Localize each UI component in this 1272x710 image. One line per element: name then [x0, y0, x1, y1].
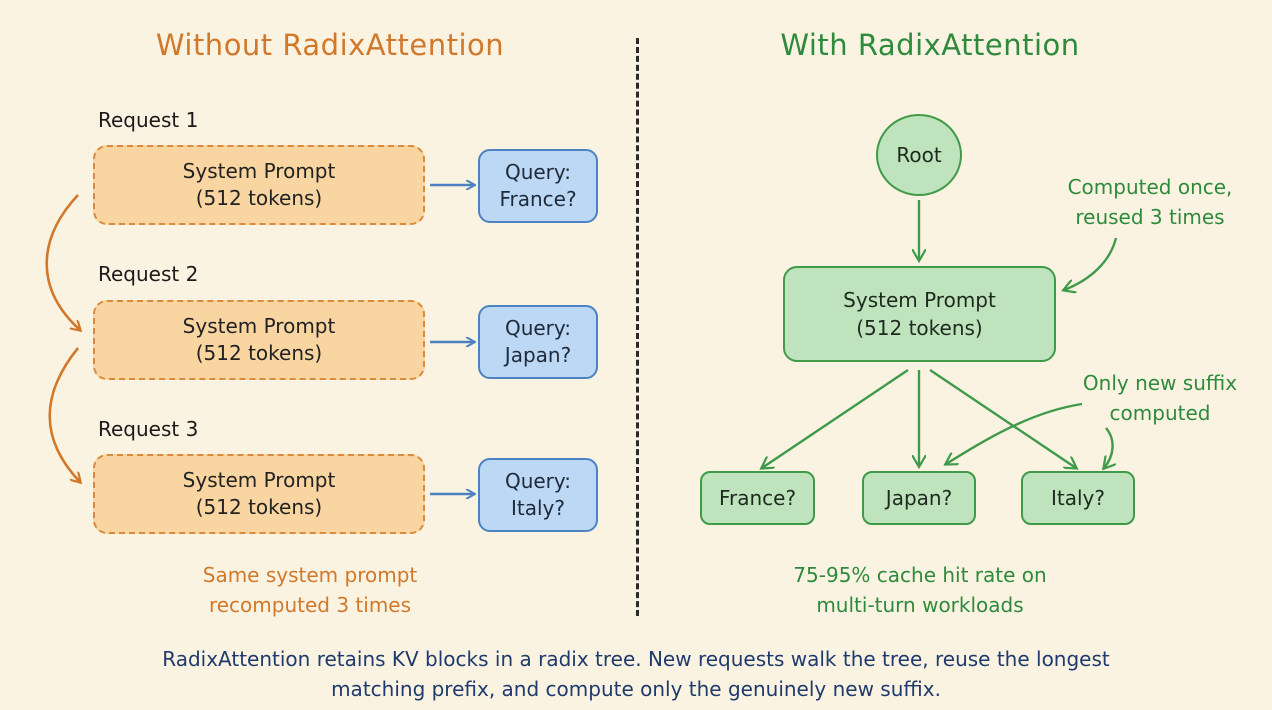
- system-prompt-label: System Prompt: [843, 288, 996, 312]
- left-panel-title: Without RadixAttention: [155, 28, 505, 62]
- recompute-note-line-1: Same system prompt: [202, 563, 418, 587]
- tree-leaf-france: France?: [700, 471, 815, 525]
- annotation-arrow-computed-once: [1064, 237, 1118, 290]
- annotation-arrow-suffix-japan: [946, 402, 1083, 464]
- footer-caption-line-1: RadixAttention retains KV blocks in a ra…: [162, 647, 1110, 671]
- cache-hit-note-line-1: 75-95% cache hit rate on: [793, 563, 1047, 587]
- annotation-arrow-suffix-italy: [1104, 427, 1113, 468]
- request-2-label: Request 2: [98, 262, 199, 286]
- query-label: Query:: [504, 160, 572, 184]
- system-prompt-label: System Prompt: [182, 159, 336, 183]
- system-prompt-label: System Prompt: [182, 468, 336, 492]
- system-prompt-tokens: (512 tokens): [195, 341, 323, 365]
- arrow-recompute-1-to-2: [45, 194, 80, 330]
- request-3-system-prompt-box: System Prompt (512 tokens): [93, 454, 425, 534]
- request-1-query-box: Query: France?: [478, 149, 598, 223]
- request-1-system-prompt-box: System Prompt (512 tokens): [93, 145, 425, 225]
- cache-hit-note: 75-95% cache hit rate on multi-turn work…: [720, 560, 1120, 620]
- recompute-note: Same system prompt recomputed 3 times: [150, 560, 470, 620]
- request-2-system-prompt-box: System Prompt (512 tokens): [93, 300, 425, 380]
- annotation-computed-once-line-2: reused 3 times: [1075, 205, 1225, 229]
- request-1-label: Request 1: [98, 108, 199, 132]
- annotation-new-suffix-line-2: computed: [1109, 401, 1211, 425]
- request-3-label: Request 3: [98, 417, 199, 441]
- right-panel-title: With RadixAttention: [780, 28, 1080, 62]
- query-label: Query:: [504, 469, 572, 493]
- annotation-new-suffix: Only new suffix computed: [1060, 368, 1260, 428]
- tree-root-node: Root: [876, 114, 962, 196]
- annotation-new-suffix-line-1: Only new suffix: [1082, 371, 1238, 395]
- edge-system-to-france: [762, 369, 909, 468]
- panel-divider: [636, 38, 639, 616]
- query-value: France?: [499, 187, 577, 211]
- system-prompt-tokens: (512 tokens): [856, 316, 983, 340]
- system-prompt-tokens: (512 tokens): [195, 186, 323, 210]
- cache-hit-note-line-2: multi-turn workloads: [816, 593, 1024, 617]
- arrow-recompute-2-to-3: [48, 347, 80, 482]
- system-prompt-label: System Prompt: [182, 314, 336, 338]
- edge-system-to-italy: [929, 369, 1076, 468]
- tree-leaf-italy: Italy?: [1021, 471, 1135, 525]
- tree-system-prompt-node: System Prompt (512 tokens): [783, 266, 1056, 362]
- footer-caption: RadixAttention retains KV blocks in a ra…: [40, 644, 1232, 704]
- request-3-query-box: Query: Italy?: [478, 458, 598, 532]
- request-2-query-box: Query: Japan?: [478, 305, 598, 379]
- recompute-note-line-2: recomputed 3 times: [208, 593, 412, 617]
- footer-caption-line-2: matching prefix, and compute only the ge…: [331, 677, 941, 701]
- tree-leaf-japan: Japan?: [862, 471, 976, 525]
- system-prompt-tokens: (512 tokens): [195, 495, 323, 519]
- query-value: Japan?: [504, 343, 572, 367]
- annotation-computed-once: Computed once, reused 3 times: [1050, 172, 1250, 232]
- annotation-computed-once-line-1: Computed once,: [1067, 175, 1233, 199]
- query-label: Query:: [504, 316, 572, 340]
- query-value: Italy?: [510, 496, 565, 520]
